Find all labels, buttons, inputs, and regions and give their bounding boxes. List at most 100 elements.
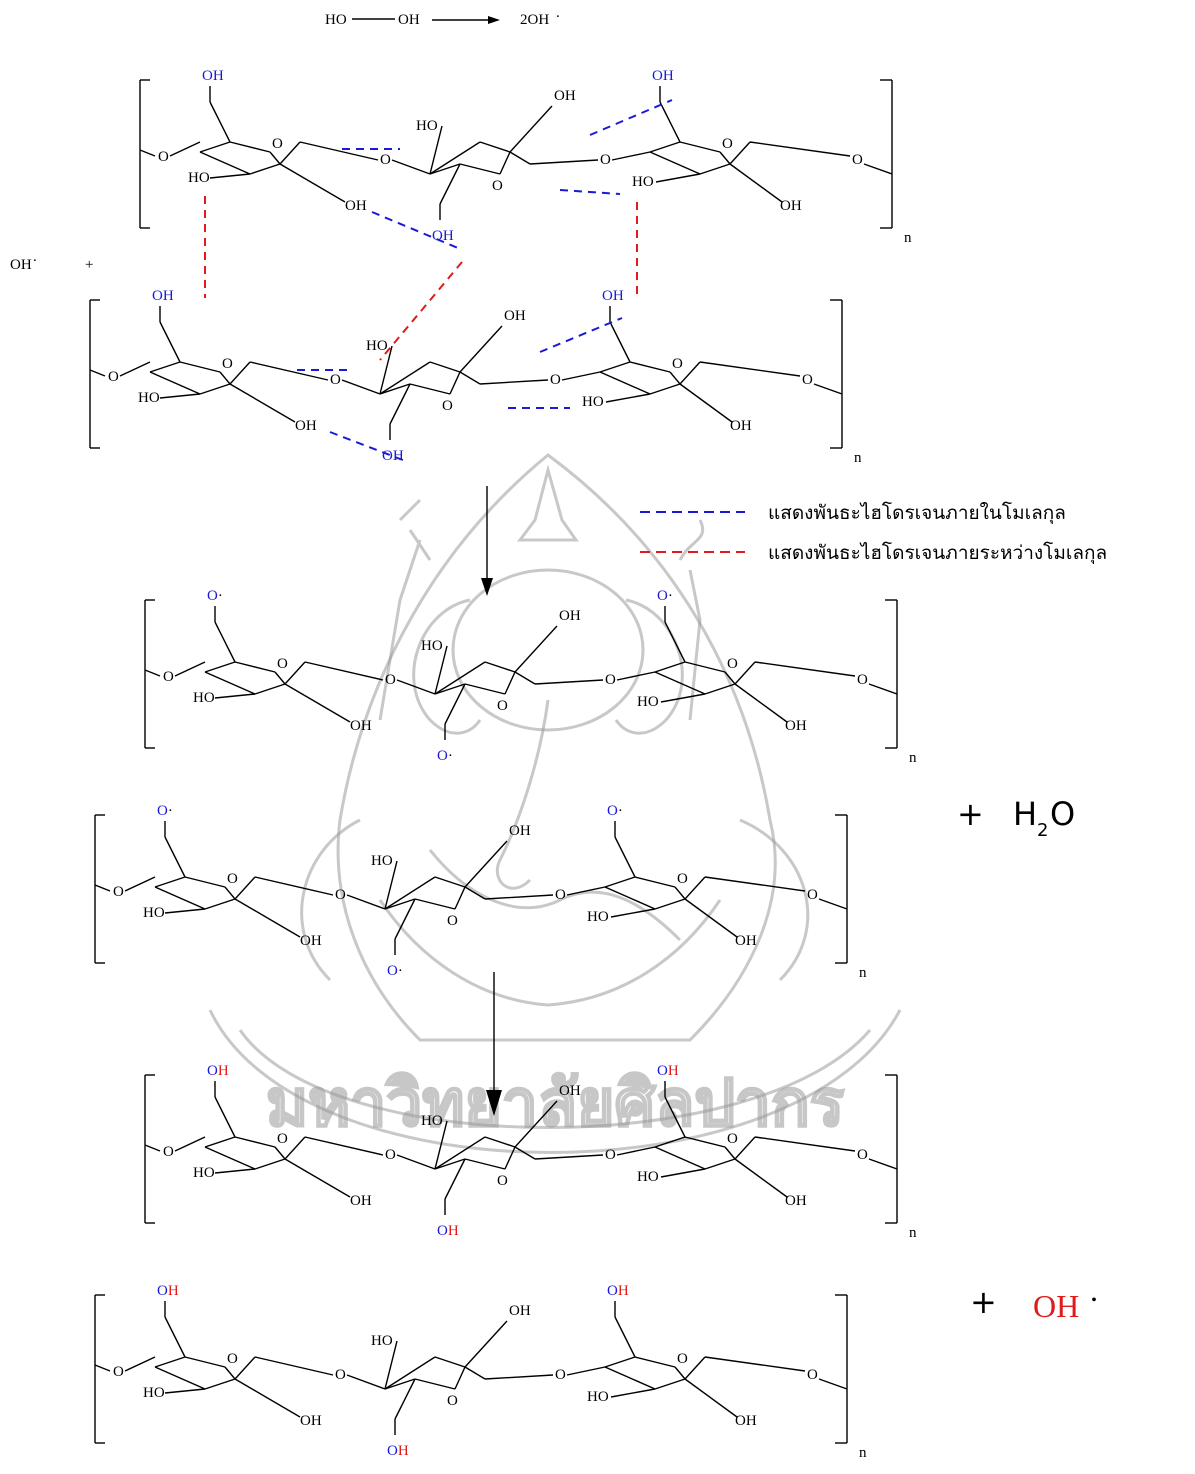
glycosidic-oxygen-right: O [807, 1367, 818, 1383]
glycosidic-oxygen-2: O [605, 1147, 616, 1163]
glucose-ring-2 [434, 661, 536, 695]
ring3-c6-group: OH [657, 1063, 679, 1079]
glycosidic-oxygen-left: O [158, 149, 169, 165]
ring-oxygen-1: O [222, 356, 233, 372]
ring3-c2-oh: OH [780, 198, 802, 214]
ring2-c3-ho: HO [371, 1333, 393, 1349]
ring-oxygen-2: O [442, 398, 453, 414]
ring3-c3-ho: HO [632, 174, 654, 190]
glucose-ring-3 [604, 1356, 706, 1390]
glucose-ring-3 [649, 141, 751, 175]
ring3-c2-oh: OH [730, 418, 752, 434]
glucose-ring-1 [199, 141, 301, 175]
ring-oxygen-2: O [497, 1173, 508, 1189]
glucose-ring-2 [434, 1136, 536, 1170]
glycosidic-oxygen-2: O [555, 887, 566, 903]
ganesha-emblem-icon: มหาวิทยาลัยศิลปากร [208, 453, 902, 1154]
ring1-c3-ho: HO [138, 390, 160, 406]
ring-oxygen-1: O [272, 136, 283, 152]
ring2-c3-ho: HO [421, 638, 443, 654]
glycosidic-oxygen-right: O [802, 372, 813, 388]
ring2-c2-oh: OH [509, 1303, 531, 1319]
glucose-ring-1 [149, 361, 251, 395]
ring2-c2-oh: OH [509, 823, 531, 839]
peroxide-cleavage-equation: HO OH 2OH . [325, 5, 560, 28]
ring2-c6-group: OH [437, 1223, 459, 1239]
ring-oxygen-3: O [727, 656, 738, 672]
ring1-c6-group: O· [157, 803, 173, 819]
intermolecular-hbond-2 [379, 261, 463, 361]
water-o: O [1050, 795, 1075, 833]
ring1-c6-group: O· [207, 588, 223, 604]
ring-oxygen-3: O [727, 1131, 738, 1147]
water-subscript-2: 2 [1037, 820, 1048, 841]
repeat-n-label: n [904, 230, 912, 246]
equation-reactant-ho: HO [325, 12, 347, 28]
ring1-c2-oh: OH [295, 418, 317, 434]
glycosidic-oxygen-1: O [330, 372, 341, 388]
glucose-ring-1 [204, 1136, 306, 1170]
ring2-c6-group: OH [382, 448, 404, 464]
ring1-c6-group: OH [157, 1283, 179, 1299]
intramolecular-hbond-3 [559, 189, 621, 195]
glycosidic-oxygen-left: O [163, 1144, 174, 1160]
ring3-c3-ho: HO [637, 694, 659, 710]
ring-oxygen-2: O [447, 913, 458, 929]
glycosidic-oxygen-left: O [163, 669, 174, 685]
glycosidic-oxygen-2: O [600, 152, 611, 168]
water-byproduct: + H 2 O [957, 795, 1075, 841]
equation-reactant-oh: OH [398, 12, 420, 28]
regenerated-hydroxyl-radical: + OH . [970, 1272, 1098, 1324]
glucose-ring-1 [154, 876, 256, 910]
ring1-c3-ho: HO [193, 690, 215, 706]
ring3-c6-group: OH [652, 68, 674, 84]
glucose-ring-1 [154, 1356, 256, 1390]
glycosidic-oxygen-2: O [550, 372, 561, 388]
glycosidic-oxygen-2: O [605, 672, 616, 688]
ring1-c2-oh: OH [345, 198, 367, 214]
repeat-n-label: n [859, 1445, 867, 1461]
ring2-c6-group: O· [387, 963, 403, 979]
radical-plus-sign: + [85, 257, 93, 273]
glycosidic-oxygen-1: O [335, 1367, 346, 1383]
legend-intramolecular-label: แสดงพันธะไฮโดรเจนภายในโมเลกุล [768, 501, 1066, 525]
glucose-ring-1 [204, 661, 306, 695]
ring3-c3-ho: HO [587, 909, 609, 925]
ring3-c3-ho: HO [587, 1389, 609, 1405]
ring-oxygen-3: O [672, 356, 683, 372]
ring3-c2-oh: OH [735, 1413, 757, 1429]
ring3-c3-ho: HO [582, 394, 604, 410]
ring2-c2-oh: OH [554, 88, 576, 104]
glycosidic-oxygen-right: O [857, 672, 868, 688]
ring3-c2-oh: OH [735, 933, 757, 949]
glycosidic-oxygen-right: O [857, 1147, 868, 1163]
glycosidic-oxygen-left: O [113, 1364, 124, 1380]
ring2-c3-ho: HO [421, 1113, 443, 1129]
ring1-c6-group: OH [207, 1063, 229, 1079]
regenerated-plus-sign: + [970, 1283, 997, 1321]
ring3-c6-group: O· [607, 803, 623, 819]
ring1-c3-ho: HO [143, 905, 165, 921]
regenerated-oh-dot: . [1090, 1272, 1098, 1308]
ring3-c6-group: OH [602, 288, 624, 304]
ring1-c3-ho: HO [143, 1385, 165, 1401]
ring3-c6-group: OH [607, 1283, 629, 1299]
glycosidic-oxygen-left: O [113, 884, 124, 900]
ring2-c2-oh: OH [559, 1083, 581, 1099]
glycosidic-oxygen-1: O [385, 672, 396, 688]
glucose-ring-2 [384, 876, 486, 910]
ring-oxygen-3: O [677, 871, 688, 887]
water-h: H [1013, 795, 1037, 833]
ring2-c2-oh: OH [504, 308, 526, 324]
intramolecular-hbond-6 [539, 317, 623, 353]
reaction-arrow-1 [481, 486, 493, 596]
glycosidic-oxygen-right: O [852, 152, 863, 168]
ring1-c6-group: OH [202, 68, 224, 84]
ring3-c2-oh: OH [785, 718, 807, 734]
